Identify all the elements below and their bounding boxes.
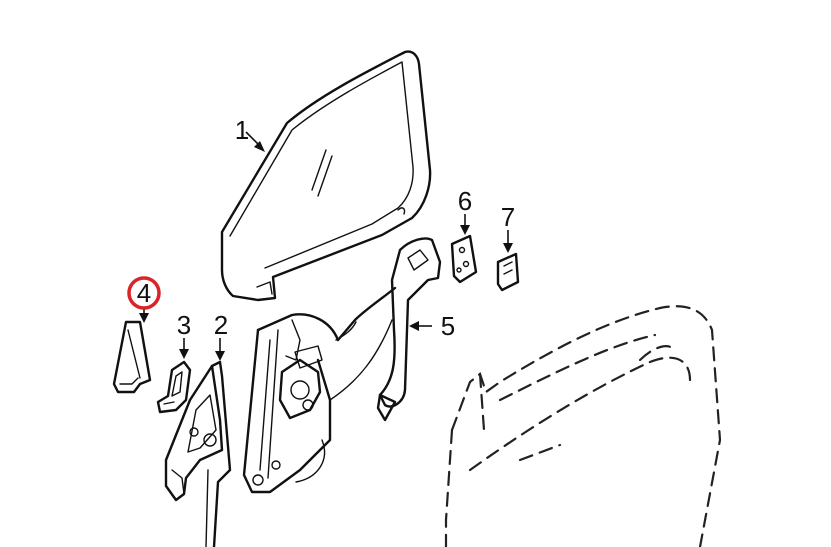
mirror-mount-trim	[164, 360, 232, 547]
mirror-seal-bracket	[156, 360, 192, 414]
callout-4: 4	[137, 278, 151, 308]
callout-7: 7	[501, 202, 515, 232]
highlight-ring	[127, 276, 161, 310]
window-regulator	[242, 237, 442, 494]
door-shell-outline	[444, 305, 722, 547]
callout-3: 3	[177, 310, 191, 340]
door-glass	[220, 50, 432, 302]
corner-trim-cover	[112, 320, 152, 394]
glass-clamp-plate	[450, 234, 478, 284]
leader-lines	[139, 131, 513, 361]
callout-5: 5	[441, 311, 455, 341]
callout-1: 1	[235, 115, 249, 145]
guide-plate	[496, 252, 520, 292]
callout-2: 2	[214, 310, 228, 340]
callout-6: 6	[458, 186, 472, 216]
